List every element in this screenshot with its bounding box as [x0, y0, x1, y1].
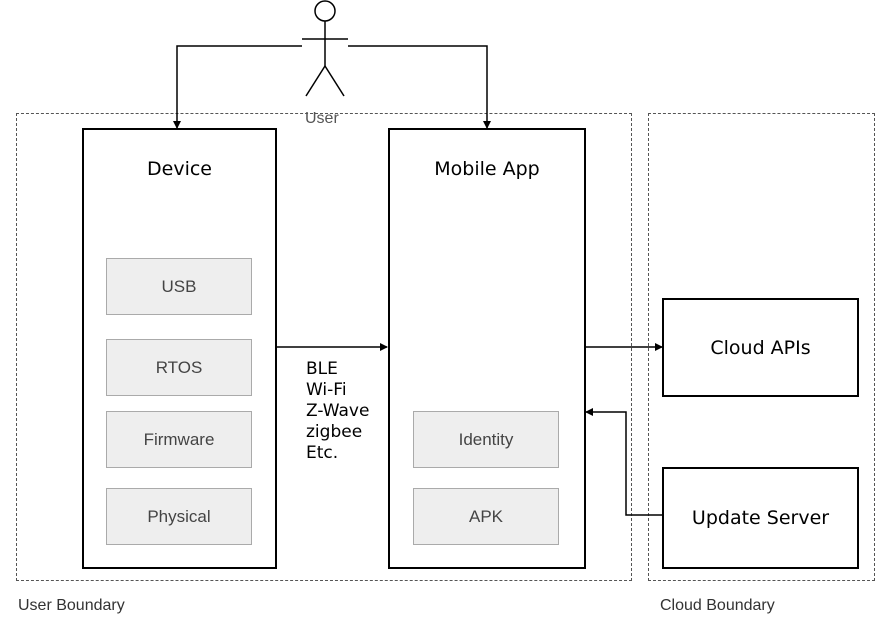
firmware-component: Firmware [106, 411, 252, 468]
mobile-app-title: Mobile App [434, 158, 540, 180]
protocol-ble: BLE [306, 359, 338, 379]
user-to-mobile-app-arrow [348, 45, 491, 129]
cloud-boundary-label: Cloud Boundary [660, 597, 775, 614]
user-to-device-arrow [173, 45, 302, 129]
protocol-zigbee: zigbee [306, 422, 363, 442]
protocol-zwave: Z-Wave [306, 401, 370, 421]
protocol-list: BLE Wi-Fi Z-Wave zigbee Etc. [306, 359, 369, 464]
physical-component: Physical [106, 488, 252, 545]
user-boundary-label: User Boundary [18, 597, 125, 614]
identity-component: Identity [413, 411, 559, 468]
stick-figure-icon [302, 0, 348, 97]
usb-component: USB [106, 258, 252, 315]
update-server-label: Update Server [691, 507, 830, 529]
user-label: User [305, 110, 339, 127]
protocol-wifi: Wi-Fi [306, 380, 347, 400]
cloud-apis-box: Cloud APIs [662, 298, 859, 397]
apk-component: APK [413, 488, 559, 545]
update-server-box: Update Server [662, 467, 859, 569]
device-title: Device [147, 158, 212, 180]
protocol-etc: Etc. [306, 443, 339, 463]
cloud-apis-label: Cloud APIs [710, 336, 811, 359]
rtos-component: RTOS [106, 339, 252, 396]
update-server-to-mobile-app-arrow [585, 408, 662, 516]
